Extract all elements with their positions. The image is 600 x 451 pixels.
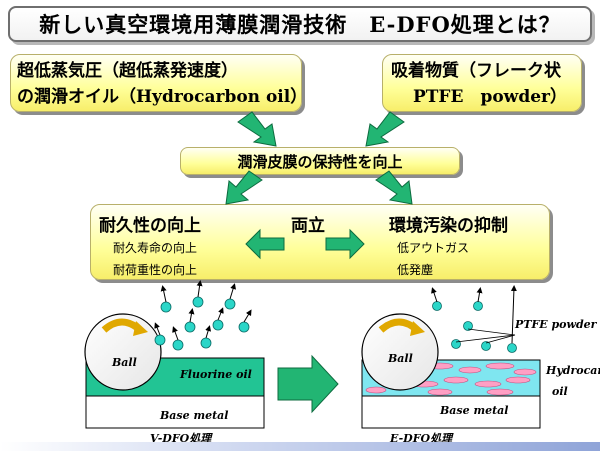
base-metal-left-label: Base metal — [159, 409, 228, 422]
oil-box-line2: の潤滑オイル（Hydrocarbon oil） — [17, 87, 308, 107]
hydrocarbon-label-1: Hydrocarbon — [545, 364, 600, 377]
footer-strip — [0, 442, 600, 451]
ptfe-callout-lines — [455, 328, 516, 344]
benefits-box: 耐久性の向上 両立 環境汚染の抑制 耐久寿命の向上 耐荷重性の向上 低アウトガス… — [90, 204, 550, 280]
v-dfo-caption: V-DFO処理 — [150, 432, 213, 445]
durability-item-1: 耐久寿命の向上 — [113, 241, 198, 255]
oil-particles-left — [154, 296, 250, 351]
film-retention-text: 潤滑皮膜の保持性を向上 — [237, 152, 403, 171]
oil-box-line1: 超低蒸気圧（超低蒸発速度） — [17, 61, 238, 81]
arrow-left-icon — [245, 228, 285, 260]
page-title-text: 新しい真空環境用薄膜潤滑技術 E-DFO処理とは？ — [39, 12, 561, 37]
fluorine-oil-label: Fluorine oil — [179, 368, 252, 381]
compatibility-heading: 両立 — [291, 216, 325, 236]
e-dfo-caption: E-DFO処理 — [389, 432, 454, 445]
right-diagram — [361, 285, 541, 429]
pollution-item-2: 低発塵 — [397, 263, 434, 277]
ball-left-label: Ball — [111, 356, 137, 369]
arrow-down-right-icon — [237, 111, 277, 147]
pollution-item-1: 低アウトガス — [397, 241, 470, 255]
particles-right — [432, 301, 517, 353]
particle-arrows-right — [431, 285, 517, 344]
arrow-right-icon — [325, 228, 365, 260]
ptfe-powder-label: PTFE powder — [514, 318, 598, 331]
arrow-down-right-2-icon — [375, 170, 413, 205]
left-diagram — [84, 280, 265, 429]
ptfe-box-line2: PTFE powder） — [413, 87, 567, 107]
pollution-heading: 環境汚染の抑制 — [389, 216, 508, 236]
arrow-down-left-icon — [365, 111, 405, 147]
base-metal-right-label: Base metal — [439, 404, 508, 417]
base-metal-left — [85, 395, 265, 429]
hydrocarbon-label-2: oil — [552, 385, 568, 398]
ptfe-box-line1: 吸着物質（フレーク状 — [391, 61, 561, 81]
film-retention-box: 潤滑皮膜の保持性を向上 — [180, 147, 460, 175]
oil-box: 超低蒸気圧（超低蒸発速度） の潤滑オイル（Hydrocarbon oil） — [10, 54, 308, 112]
particle-arrows-left — [154, 280, 252, 341]
page-title: 新しい真空環境用薄膜潤滑技術 E-DFO処理とは？ — [8, 6, 592, 42]
ball-right-label: Ball — [387, 352, 413, 365]
base-metal-right — [361, 395, 541, 429]
durability-item-2: 耐荷重性の向上 — [113, 263, 198, 277]
transition-arrow-icon — [277, 354, 339, 414]
ptfe-box: 吸着物質（フレーク状 PTFE powder） — [382, 54, 582, 112]
durability-heading: 耐久性の向上 — [99, 216, 201, 236]
arrow-down-left-2-icon — [225, 170, 263, 205]
